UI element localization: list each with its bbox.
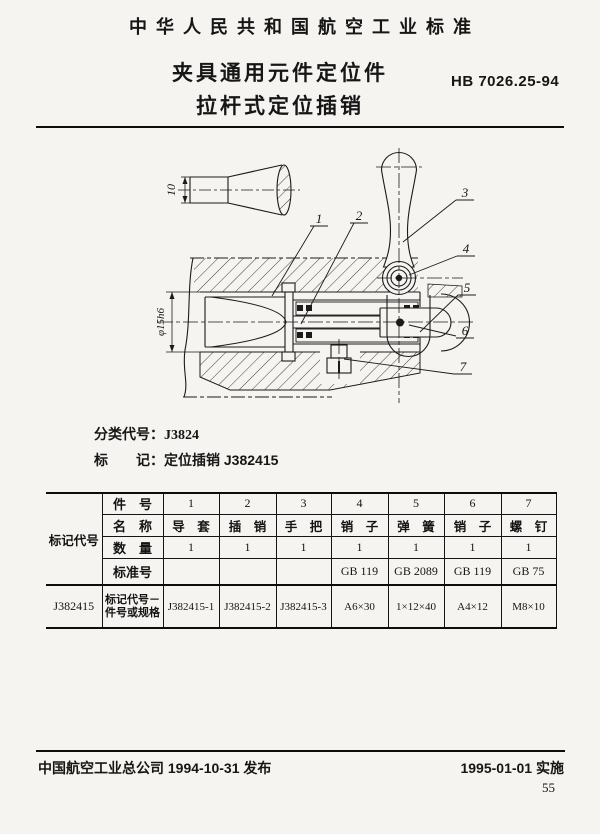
table-cell: 1 (500, 535, 557, 559)
table-cell: J382415-3 (275, 584, 332, 629)
table-cell: 5 (387, 492, 445, 515)
detail-dim-label: 10 (164, 184, 178, 196)
table-cell: 2 (218, 492, 277, 515)
row-header-spec-line1: 标记代号－ (105, 593, 160, 606)
table-cell: 手 把 (275, 513, 332, 537)
document-title: 夹具通用元件定位件 拉杆式定位插销 (80, 57, 480, 123)
table-cell: 1 (162, 535, 220, 559)
callout-7: 7 (460, 359, 467, 374)
row-header-spec: 标记代号－ 件号或规格 (101, 584, 164, 629)
page-number: 55 (542, 780, 555, 795)
technical-drawing: 10 (155, 148, 476, 403)
class-code-line: 分类代号：J3824 (94, 422, 278, 448)
table-cell: 弹 簧 (387, 513, 445, 537)
table-cell (218, 557, 277, 586)
marking-label: 标 记： (94, 452, 164, 468)
footer-issue-text: 中国航空工业总公司 1994-10-31 发布 (38, 760, 272, 776)
title-divider-rule (36, 126, 564, 128)
table-cell: 1 (387, 535, 445, 559)
row-header-spec-line2: 件号或规格 (105, 606, 160, 619)
table-row-item-no: 标记代号 件 号 1 2 3 4 5 6 7 (46, 492, 557, 586)
table-cell: J382415-1 (162, 584, 220, 629)
table-cell: A4×12 (443, 584, 502, 629)
table-cell: 3 (275, 492, 332, 515)
callout-2: 2 (356, 208, 363, 223)
title-line-2: 拉杆式定位插销 (196, 95, 364, 118)
table-cell: GB 119 (443, 557, 502, 586)
callout-1: 1 (316, 211, 323, 226)
table-cell: 1 (275, 535, 332, 559)
table-cell: 1 (330, 535, 389, 559)
table-cell: 1 (218, 535, 277, 559)
callout-6: 6 (462, 323, 469, 338)
table-row-standard: 标准号 GB 119 GB 2089 GB 119 GB 75 (46, 557, 557, 586)
diameter-dim-label: φ15h6 (155, 307, 167, 336)
header-org-title: 中华人民共和国航空工业标准 (129, 17, 480, 37)
classification-block: 分类代号：J3824 标 记：定位插销 J382415 (94, 422, 278, 473)
table-row-spec: J382415 标记代号－ 件号或规格 J382415-1 J382415-2 … (46, 584, 557, 629)
row-header-item-no: 件 号 (101, 492, 164, 515)
table-cell: 1×12×40 (387, 584, 445, 629)
class-code-value: J3824 (164, 428, 199, 443)
table-cell: A6×30 (330, 584, 389, 629)
diameter-dimension: φ15h6 (155, 291, 203, 353)
callout-3: 3 (461, 185, 469, 200)
main-view: φ15h6 (155, 148, 474, 403)
table-cell: 1 (443, 535, 502, 559)
table-cell: GB 75 (500, 557, 557, 586)
table-cell: 插 销 (218, 513, 277, 537)
table-cell (275, 557, 332, 586)
parts-table: 标记代号 件 号 1 2 3 4 5 6 7 名 称 导 套 插 销 手 把 销… (46, 492, 557, 629)
group-label-cell: 标记代号 (46, 492, 103, 586)
table-cell: GB 119 (330, 557, 389, 586)
table-cell: 螺 钉 (500, 513, 557, 537)
callout-leaders (271, 199, 476, 375)
table-row-qty: 数 量 1 1 1 1 1 1 1 (46, 535, 557, 559)
table-cell: 销 子 (330, 513, 389, 537)
callout-4: 4 (463, 241, 470, 256)
callout-5: 5 (464, 280, 471, 295)
table-cell: 1 (162, 492, 220, 515)
row-header-qty: 数 量 (101, 535, 164, 559)
standard-number: HB 7026.25-94 (451, 73, 560, 90)
table-cell: 4 (330, 492, 389, 515)
title-line-1: 夹具通用元件定位件 (172, 62, 388, 85)
table-cell: 导 套 (162, 513, 220, 537)
marking-line: 标 记：定位插销 J382415 (94, 448, 278, 473)
table-cell: 销 子 (443, 513, 502, 537)
row-header-standard: 标准号 (101, 557, 164, 586)
table-row-name: 名 称 导 套 插 销 手 把 销 子 弹 簧 销 子 螺 钉 (46, 513, 557, 537)
class-code-label: 分类代号： (94, 426, 164, 442)
marking-value: 定位插销 J382415 (164, 452, 279, 468)
footer-implement-text: 1995-01-01 实施 (460, 760, 564, 776)
marking-code-cell: J382415 (46, 584, 103, 629)
table-cell: J382415-2 (218, 584, 277, 629)
table-cell (162, 557, 220, 586)
table-cell: 7 (500, 492, 557, 515)
footer-divider-rule (36, 750, 565, 752)
detail-view: 10 (164, 164, 300, 216)
table-cell: GB 2089 (387, 557, 445, 586)
callout-numbers: 1 2 3 4 5 6 7 (316, 185, 471, 374)
row-header-name: 名 称 (101, 513, 164, 537)
table-cell: M8×10 (500, 584, 557, 629)
table-cell: 6 (443, 492, 502, 515)
